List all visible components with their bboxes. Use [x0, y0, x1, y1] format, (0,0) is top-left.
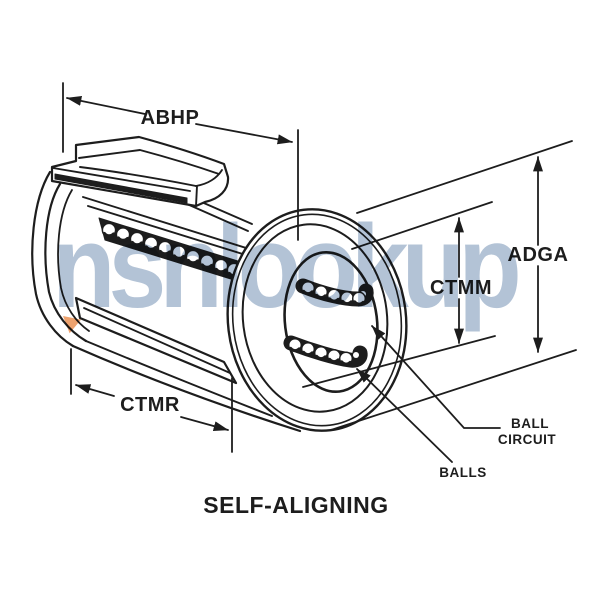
- dimension-ctmm: [302, 201, 496, 388]
- label-ball-circuit-line1: BALL: [511, 416, 549, 431]
- bearing-drawing: [31, 135, 408, 433]
- cylinder-bottom-contour: [71, 340, 302, 433]
- label-abhp: ABHP: [141, 107, 200, 129]
- face-chamfer-ellipse: [231, 213, 403, 427]
- ctmm-extension-line-bottom: [302, 335, 496, 388]
- ctmm-extension-line-top: [351, 201, 493, 250]
- ball-circuit-strip-face-lower: [283, 335, 368, 368]
- face-rim-inner-ellipse: [241, 223, 389, 413]
- adga-extension-line-top: [356, 140, 573, 214]
- cylinder-left-end: [31, 170, 90, 348]
- label-ctmm: CTMM: [430, 277, 492, 299]
- ball-circuit-leader-line: [371, 325, 501, 429]
- self-aligning-rail: [50, 135, 230, 208]
- dimension-ctmr: [70, 348, 233, 453]
- rail-base-slit: [54, 173, 188, 204]
- ctmr-dimension-arrow-left: [75, 384, 115, 397]
- balls-leader-line: [356, 368, 453, 463]
- label-ctmr: CTMR: [120, 394, 180, 416]
- dimension-adga: [330, 140, 577, 431]
- ball-circuit-strip-top: [98, 217, 248, 285]
- ball-circuit-strip-face-upper: [295, 278, 374, 307]
- ctmr-dimension-arrow-right: [180, 416, 229, 431]
- label-ball-circuit-line2: CIRCUIT: [498, 432, 556, 447]
- face-bore-ellipse: [283, 250, 379, 394]
- abhp-dimension-arrow-left: [66, 95, 146, 115]
- body-groove: [74, 296, 238, 385]
- callout-leaders: [356, 325, 501, 463]
- label-balls: BALLS: [439, 465, 487, 480]
- figure-caption: SELF-ALIGNING: [203, 492, 388, 518]
- dimension-abhp: [62, 82, 299, 241]
- adga-extension-line-bottom: [330, 349, 577, 431]
- label-adga: ADGA: [508, 244, 569, 266]
- abhp-dimension-arrow-right: [195, 123, 293, 145]
